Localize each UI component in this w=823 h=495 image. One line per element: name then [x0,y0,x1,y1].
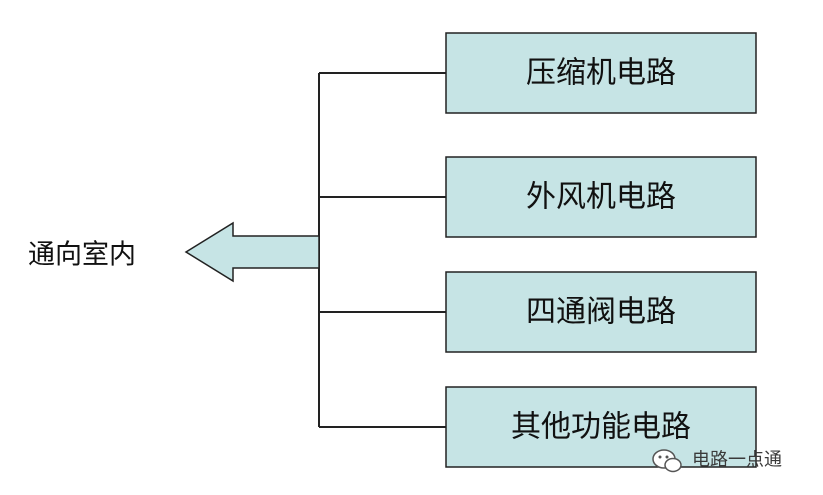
watermark-text: 电路一点通 [692,450,782,471]
box-label: 压缩机电路 [526,56,676,91]
box-other-function-circuit: 其他功能电路 [445,386,757,468]
box-label: 外风机电路 [526,180,676,215]
wechat-icon [652,449,682,473]
box-four-way-valve-circuit: 四通阀电路 [445,271,757,353]
left-arrow-icon [184,221,320,283]
box-label: 其他功能电路 [511,410,691,445]
destination-label: 通向室内 [28,240,136,271]
watermark: 电路一点通 [652,449,782,473]
box-compressor-circuit: 压缩机电路 [445,32,757,114]
box-outdoor-fan-circuit: 外风机电路 [445,156,757,238]
box-label: 四通阀电路 [526,295,676,330]
